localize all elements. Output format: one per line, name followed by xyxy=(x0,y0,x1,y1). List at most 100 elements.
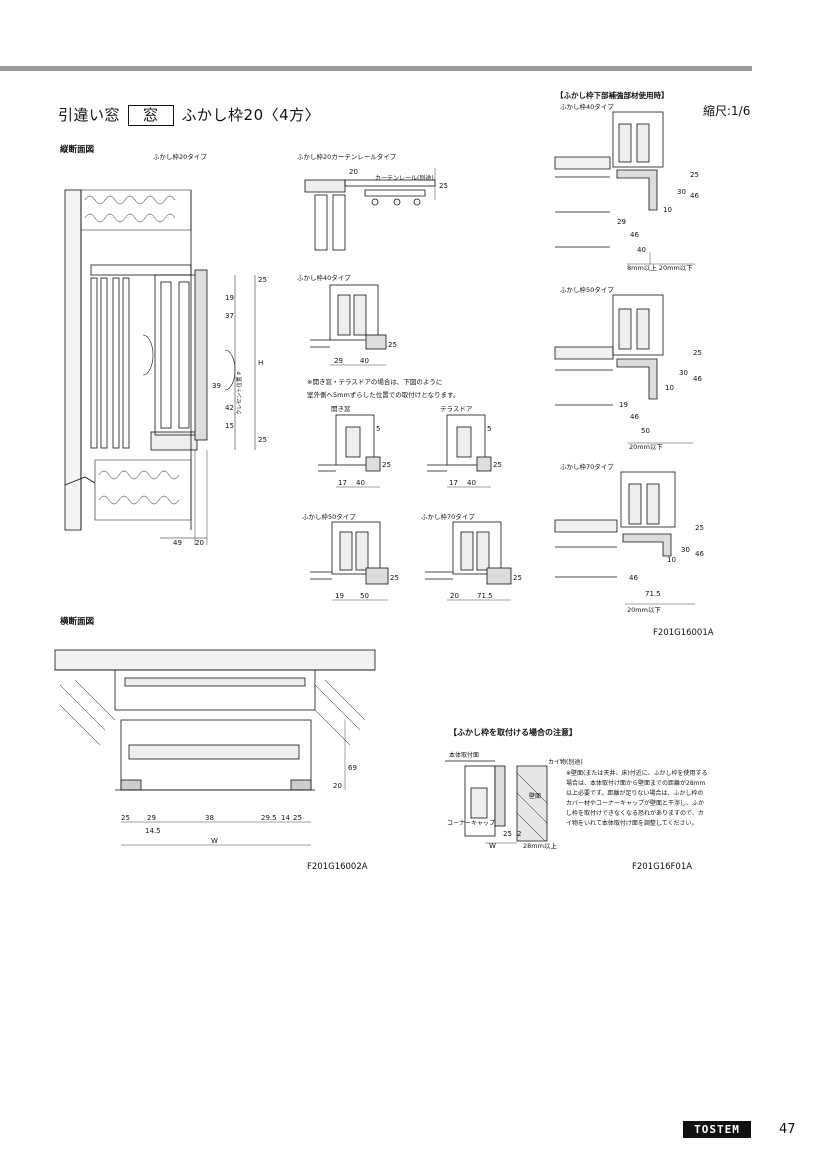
r70-dim-1: 25 xyxy=(695,524,704,532)
terrace-door-drawing: 5 25 17 40 xyxy=(427,414,502,488)
page-title: 引違い窓窓ふかし枠20〈4方〉 xyxy=(58,104,320,126)
dim-70-2: 20 xyxy=(450,592,459,600)
notice-dim-2: 2 xyxy=(517,830,521,838)
notice-wall: 壁面 xyxy=(529,792,541,800)
r70-dim-5: 46 xyxy=(629,574,638,582)
h-dim-W: W xyxy=(211,837,218,845)
r50-dim-7: 50 xyxy=(641,427,650,435)
dim-main-1: 25 xyxy=(258,276,267,284)
h-dim-5: 14 xyxy=(281,814,290,822)
door-note-1: ※開き窓・テラスドアの場合は、下図のように xyxy=(307,378,443,386)
dim-terrace-2: 25 xyxy=(493,461,502,469)
dim-70-1: 25 xyxy=(513,574,522,582)
r70-dim-6: 71.5 xyxy=(645,590,661,598)
curtain-rail-drawing: 20 25 カーテンレール(別途) xyxy=(304,168,448,251)
dim-main-7: 15 xyxy=(225,422,234,430)
dim-curtain-1: 20 xyxy=(349,168,358,176)
reinforcement-40-drawing: 25 30 46 10 29 46 40 8mm以上 20mm以下 xyxy=(554,111,699,272)
top-rule xyxy=(0,66,752,71)
dim-curtain-2: 25 xyxy=(439,182,448,190)
dim-door-2: 25 xyxy=(382,461,391,469)
r70-range: 20mm以下 xyxy=(627,606,661,614)
dim-40-1: 29 xyxy=(334,357,343,365)
r40-range: 8mm以上 20mm以下 xyxy=(627,263,693,272)
r40-dim-5: 29 xyxy=(617,218,626,226)
figure-code-3: F201G16F01A xyxy=(632,862,693,872)
door-note-2: 室外側へ5mmずらした位置での取付けとなります。 xyxy=(307,391,460,399)
reinf-label-70: ふかし枠70タイプ xyxy=(560,463,614,471)
r50-dim-3: 46 xyxy=(693,375,702,383)
label-70type: ふかし枠70タイプ xyxy=(421,513,475,521)
figure-code-2: F201G16002A xyxy=(307,862,368,872)
horizontal-section-heading: 横断面図 xyxy=(60,617,95,627)
reinforcement-50-drawing: 25 30 46 10 19 46 50 20mm以下 xyxy=(554,294,702,451)
dim-main-10: 20 xyxy=(195,539,204,547)
dim-door-3: 17 xyxy=(338,479,347,487)
tostem-logo: TOSTEM xyxy=(683,1121,751,1138)
dim-50-1: 25 xyxy=(390,574,399,582)
r50-dim-5: 19 xyxy=(619,401,628,409)
dim-main-8: 25 xyxy=(258,436,267,444)
r40-dim-6: 46 xyxy=(630,231,639,239)
dim-main-2: 19 xyxy=(225,294,234,302)
label-casement: 開き窓 xyxy=(331,405,351,413)
label-50type: ふかし枠50タイプ xyxy=(302,513,356,521)
dim-50-2: 19 xyxy=(335,592,344,600)
vertical-section-heading: 縦断面図 xyxy=(60,145,95,155)
r50-dim-1: 25 xyxy=(693,349,702,357)
label-40type: ふかし枠40タイプ xyxy=(297,274,351,282)
h-dim-1: 25 xyxy=(121,814,130,822)
casement-drawing: 5 25 17 40 xyxy=(318,414,391,488)
title-prefix: 引違い窓 xyxy=(58,106,121,124)
frame-50type-drawing: 25 19 50 xyxy=(310,521,399,601)
r40-dim-3: 46 xyxy=(690,192,699,200)
scale-label: 縮尺:1/6 xyxy=(703,104,751,118)
r70-dim-3: 46 xyxy=(695,550,704,558)
h-dim-2: 29 xyxy=(147,814,156,822)
r50-dim-4: 10 xyxy=(665,384,674,392)
notice-range: 28mm以上 xyxy=(523,841,557,850)
notice-text: ※壁面(または天井、床)付近に、ふかし枠を使用する場合は、本体取付け面から壁面ま… xyxy=(566,770,708,827)
notice-heading: 【ふかし枠を取付ける場合の注意】 xyxy=(449,728,577,737)
reinforcement-heading: 【ふかし枠下部補強部材使用時】 xyxy=(556,91,669,100)
r40-dim-1: 25 xyxy=(690,171,699,179)
notice-label-body: 本体取付面 xyxy=(449,752,480,759)
dim-terrace-3: 17 xyxy=(449,479,458,487)
dim-70-3: 71.5 xyxy=(477,592,493,600)
r70-dim-2: 30 xyxy=(681,546,690,554)
dim-40-3: 25 xyxy=(388,341,397,349)
reinf-label-40: ふかし枠40タイプ xyxy=(560,103,614,111)
label-curtain-type: ふかし枠20カーテンレールタイプ xyxy=(297,153,397,161)
r40-dim-7: 40 xyxy=(637,246,646,254)
h-dim-9: 69 xyxy=(348,764,357,772)
figure-code-1: F201G16001A xyxy=(653,628,714,638)
crescent-label: クレセント位置 P xyxy=(235,371,243,415)
r40-dim-4: 10 xyxy=(663,206,672,214)
dim-50-3: 50 xyxy=(360,592,369,600)
page-number: 47 xyxy=(779,1122,796,1137)
r40-dim-2: 30 xyxy=(677,188,686,196)
notice-dim-25: 25 xyxy=(503,830,512,838)
dim-40-2: 40 xyxy=(360,357,369,365)
dim-main-6: 42 xyxy=(225,404,234,412)
dim-terrace-1: 5 xyxy=(487,425,491,433)
dim-terrace-4: 40 xyxy=(467,479,476,487)
r50-dim-2: 30 xyxy=(679,369,688,377)
h-dim-3: 38 xyxy=(205,814,214,822)
r50-dim-6: 46 xyxy=(630,413,639,421)
notice-label-obstacle: カイ物(別途) xyxy=(548,759,583,766)
reinforcement-70-drawing: 25 30 46 10 46 71.5 20mm以下 xyxy=(554,471,704,614)
dim-main-3: 37 xyxy=(225,312,234,320)
notice-drawing: W 25 2 28mm以上 壁面 xyxy=(445,760,557,850)
reinf-label-50: ふかし枠50タイプ xyxy=(560,286,614,294)
title-suffix: ふかし枠20〈4方〉 xyxy=(181,106,321,124)
r70-dim-4: 10 xyxy=(667,556,676,564)
dim-main-H: H xyxy=(258,359,263,367)
h-dim-10: 20 xyxy=(333,782,342,790)
curtain-rail-label: カーテンレール(別途) xyxy=(375,174,434,182)
h-dim-6: 25 xyxy=(293,814,302,822)
label-terrace: テラスドア xyxy=(440,405,473,413)
frame-70type-drawing: 25 20 71.5 xyxy=(425,521,522,601)
r50-range: 20mm以下 xyxy=(629,443,663,451)
frame-40type-drawing: 29 40 25 xyxy=(310,284,397,366)
